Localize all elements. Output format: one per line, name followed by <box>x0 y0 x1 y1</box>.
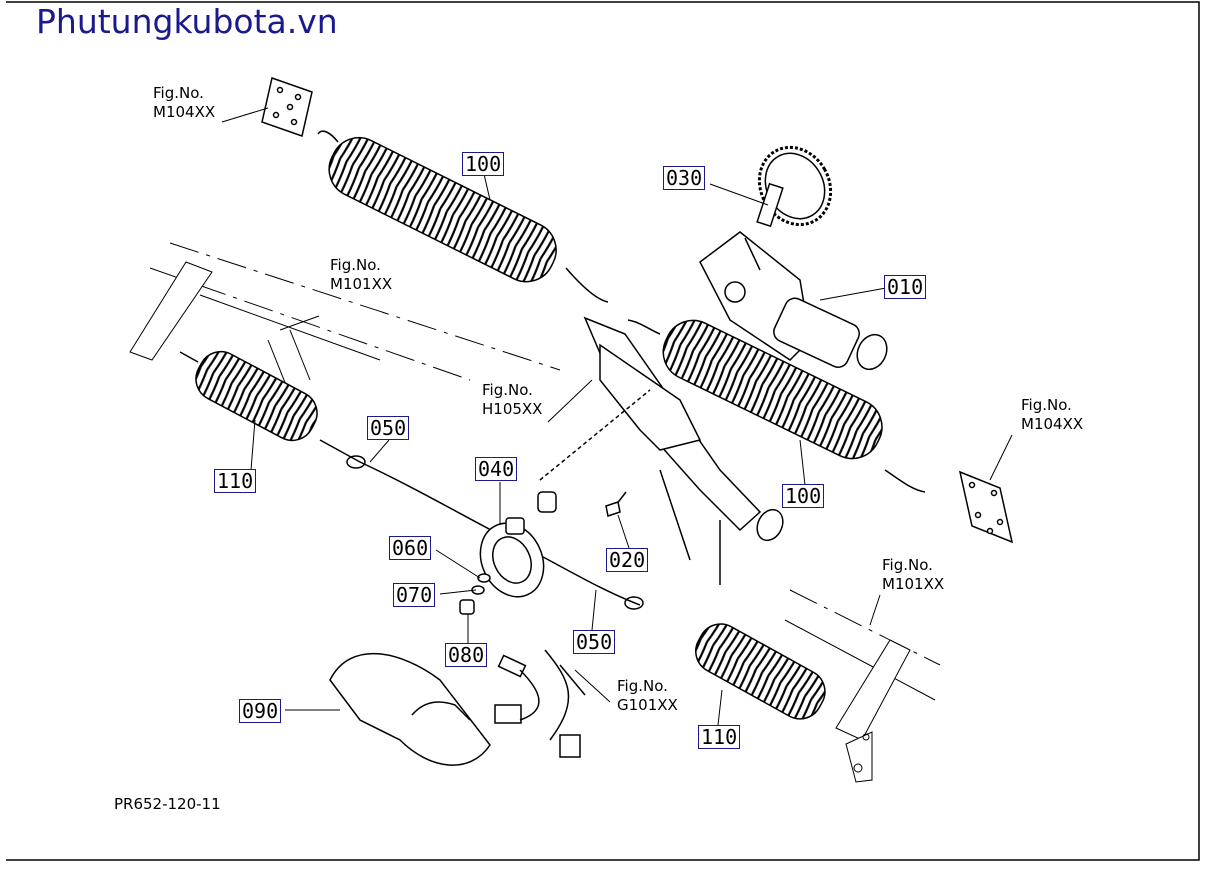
fig-ref-code: H105XX <box>482 400 543 418</box>
mount-plate-right <box>958 470 1014 544</box>
bolt <box>605 491 627 517</box>
pulley <box>479 491 557 598</box>
fasteners <box>459 573 491 615</box>
leader-lines <box>221 107 1013 726</box>
part-callout-100[interactable]: 100 <box>462 152 505 176</box>
fig-ref-code: M101XX <box>882 575 945 593</box>
fig-ref-m104-top: Fig.No. M104XX <box>153 84 215 122</box>
mount-plate-top <box>261 77 313 137</box>
spring-110-left <box>179 350 318 442</box>
motor-assembly <box>699 231 888 371</box>
part-callout-020[interactable]: 020 <box>606 548 649 572</box>
part-callout-110[interactable]: 110 <box>214 469 257 493</box>
part-callout-050-lower[interactable]: 050 <box>573 630 616 654</box>
harness <box>494 649 586 758</box>
part-callout-070[interactable]: 070 <box>393 583 436 607</box>
bracket <box>583 316 784 585</box>
fig-ref-label: Fig.No. <box>330 256 381 274</box>
part-callout-100-lower[interactable]: 100 <box>782 484 825 508</box>
drawing-code: PR652-120-11 <box>114 795 221 813</box>
fig-ref-code: M104XX <box>1021 415 1084 433</box>
lower-spring <box>627 319 926 493</box>
frame-rail-right <box>784 589 941 783</box>
part-callout-110-lower[interactable]: 110 <box>698 725 741 749</box>
fig-ref-code: M101XX <box>330 275 393 293</box>
fig-ref-label: Fig.No. <box>882 556 933 574</box>
part-callout-010[interactable]: 010 <box>884 275 927 299</box>
part-callout-090[interactable]: 090 <box>239 699 282 723</box>
spring-110-right <box>695 623 826 720</box>
part-callout-040[interactable]: 040 <box>475 457 518 481</box>
part-callout-050[interactable]: 050 <box>367 416 410 440</box>
part-callout-080[interactable]: 080 <box>445 643 488 667</box>
page-border <box>6 1 1200 861</box>
gear-shaft <box>756 145 833 228</box>
fig-ref-m104-right: Fig.No. M104XX <box>1021 396 1083 434</box>
part-callout-030[interactable]: 030 <box>663 166 706 190</box>
fig-ref-label: Fig.No. <box>153 84 204 102</box>
fig-ref-label: Fig.No. <box>482 381 533 399</box>
fig-ref-g101: Fig.No. G101XX <box>617 677 678 715</box>
fig-ref-m101-left: Fig.No. M101XX <box>330 256 392 294</box>
fig-ref-code: M104XX <box>153 103 216 121</box>
fig-ref-h105: Fig.No. H105XX <box>482 381 542 419</box>
fig-ref-label: Fig.No. <box>1021 396 1072 414</box>
fig-ref-code: G101XX <box>617 696 678 714</box>
fig-ref-m101-right: Fig.No. M101XX <box>882 556 944 594</box>
cover <box>329 652 491 766</box>
frame-rail-left <box>129 242 561 391</box>
upper-spring <box>317 130 609 303</box>
part-callout-060[interactable]: 060 <box>389 536 432 560</box>
site-watermark: Phutungkubota.vn <box>36 2 338 41</box>
fig-ref-label: Fig.No. <box>617 677 668 695</box>
